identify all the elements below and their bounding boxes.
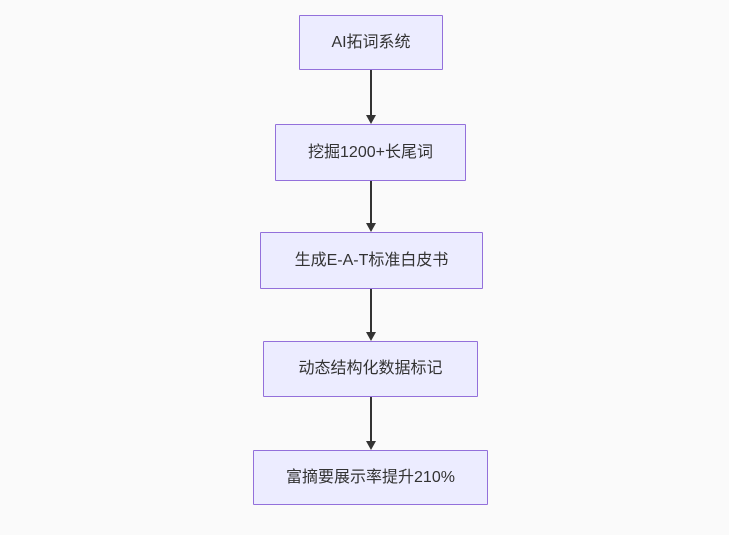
flow-node-label: 挖掘1200+长尾词 [308,143,433,161]
flow-node-rich-snippet-result: 富摘要展示率提升210% [253,450,488,505]
arrow-down-icon [366,441,376,450]
arrow-down-icon [366,223,376,232]
arrow-line [370,397,372,441]
flow-node-label: 动态结构化数据标记 [298,360,443,378]
arrow-down-icon [366,115,376,124]
arrow-line [370,181,372,223]
flow-node-label: 生成E-A-T标准白皮书 [294,251,449,269]
arrow-down-icon [366,332,376,341]
flow-arrow [365,70,377,124]
flow-node-label: 富摘要展示率提升210% [286,468,455,486]
flow-arrow [365,397,377,450]
arrow-line [370,289,372,332]
flow-node-longtail-keywords: 挖掘1200+长尾词 [275,124,466,181]
flow-node-eat-whitepaper: 生成E-A-T标准白皮书 [260,232,483,289]
flow-arrow [365,181,377,232]
flow-arrow [365,289,377,341]
flow-node-label: AI拓词系统 [331,33,411,51]
flow-node-ai-keyword-system: AI拓词系统 [299,15,443,70]
flow-node-structured-data-markup: 动态结构化数据标记 [263,341,478,397]
arrow-line [370,70,372,115]
